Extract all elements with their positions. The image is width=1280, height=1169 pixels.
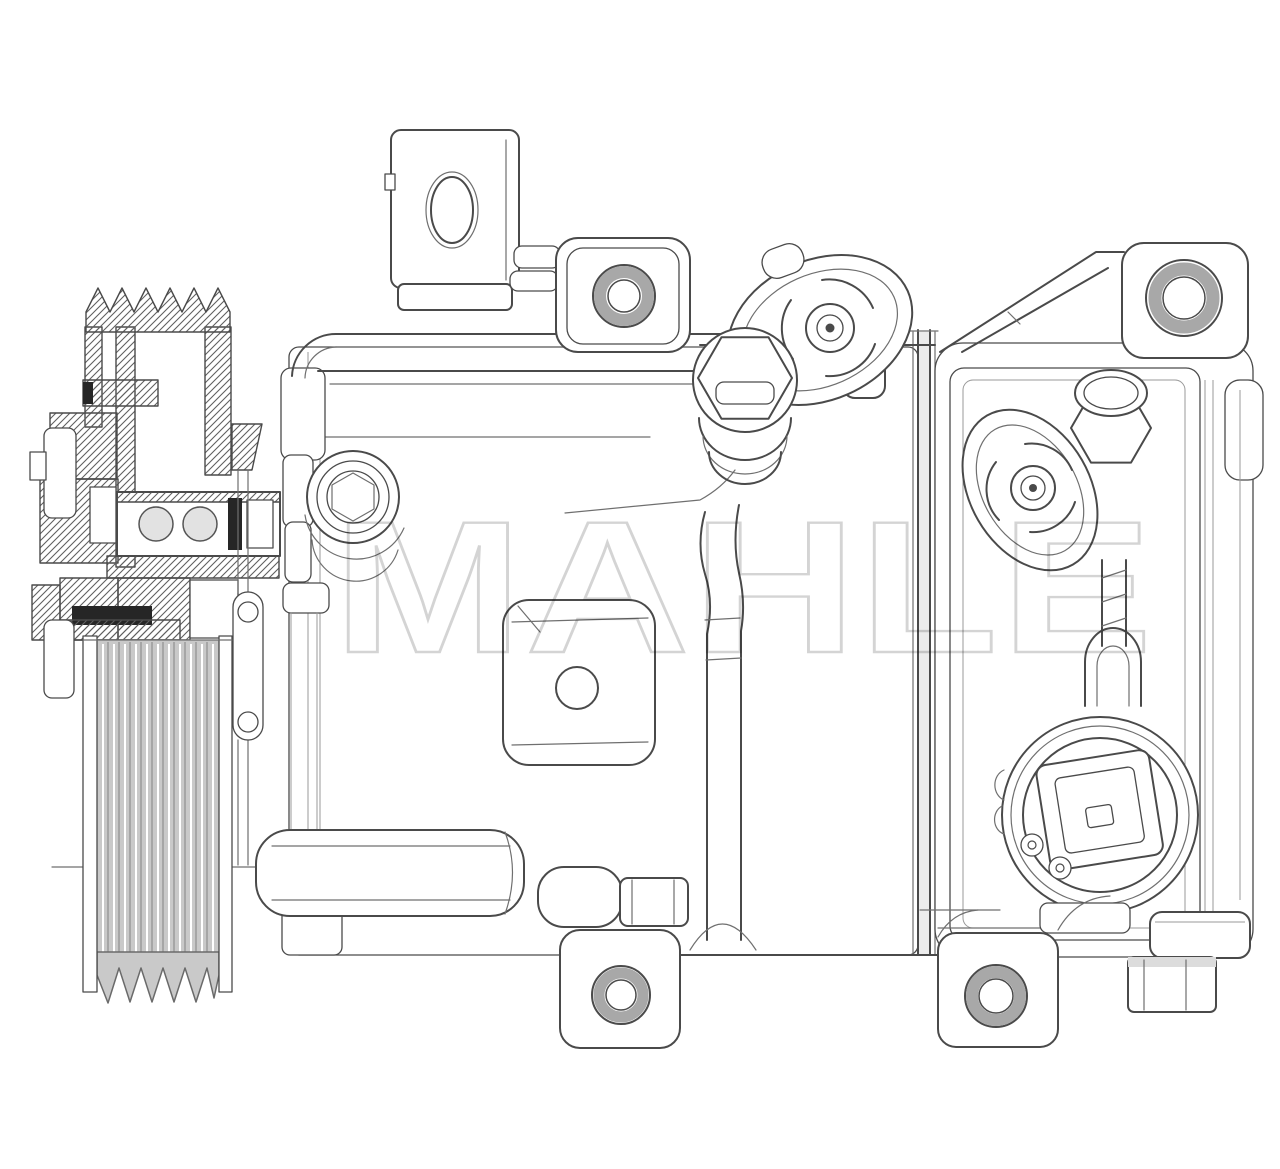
front-port-flange [692, 243, 914, 485]
top-mounting-ear [555, 237, 691, 353]
top-mounting-bracket [384, 129, 561, 311]
u-clamp [1084, 559, 1142, 707]
front-left-port-fitting [304, 450, 405, 582]
bottom-right-mounting-foot [937, 909, 1059, 1048]
pipe-clamp-stack [280, 367, 330, 860]
bottom-center-mounting-foot [559, 929, 681, 1049]
top-right-mounting-lug [1121, 242, 1249, 359]
mahle-watermark: MAHLE [332, 481, 1155, 693]
bottom-suction-tube [255, 829, 941, 956]
center-vertical-pipe [689, 504, 757, 951]
center-plate [502, 599, 656, 766]
bottom-right-blocks [1127, 911, 1251, 1013]
poly-v-belt-pulley [82, 635, 233, 1004]
electrical-connector [919, 716, 1199, 934]
clutch-hub-cross-section [29, 287, 281, 866]
rear-port-flange [961, 369, 1152, 572]
watermark-text: MAHLE [333, 482, 1155, 692]
